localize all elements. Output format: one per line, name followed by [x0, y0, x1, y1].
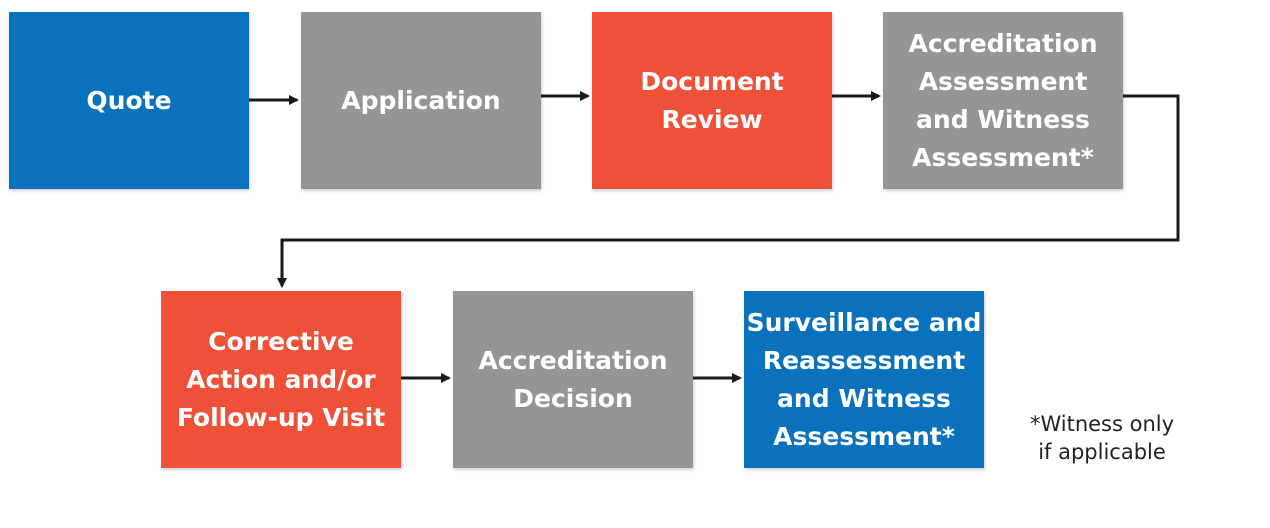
step-accreditation-decision-label: Accreditation Decision	[478, 345, 668, 413]
step-accreditation-assessment-label: Accreditation Assessment and Witness Ass…	[908, 28, 1098, 172]
step-surveillance-label: Surveillance and Reassessment and Witnes…	[746, 307, 982, 451]
step-surveillance: Surveillance and Reassessment and Witnes…	[744, 291, 984, 468]
step-document-review-label: Document Review	[640, 66, 784, 134]
step-quote-label: Quote	[86, 85, 172, 115]
step-application: Application	[301, 12, 541, 189]
witness-footnote: *Witness only if applicable	[1029, 412, 1175, 464]
step-corrective-action: Corrective Action and/or Follow-up Visit	[161, 291, 401, 468]
step-accreditation-assessment: Accreditation Assessment and Witness Ass…	[883, 12, 1123, 189]
step-application-label: Application	[341, 85, 501, 115]
arrow-accreditation-assessment-to-corrective-action	[277, 94, 1180, 288]
step-accreditation-decision: Accreditation Decision	[453, 291, 693, 468]
step-quote: Quote	[9, 12, 249, 189]
step-document-review: Document Review	[592, 12, 832, 189]
step-corrective-action-label: Corrective Action and/or Follow-up Visit	[176, 326, 386, 432]
